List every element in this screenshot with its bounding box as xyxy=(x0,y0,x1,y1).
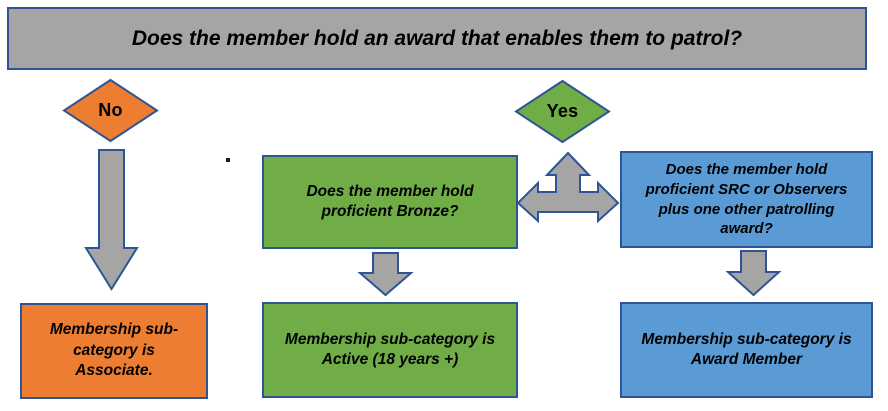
tee-arrow-icon xyxy=(516,151,620,223)
result-associate-box: Membership sub- category is Associate. xyxy=(20,303,208,399)
result-associate-text: Membership sub- category is Associate. xyxy=(49,321,179,380)
question-src-box: Does the member hold proficient SRC or O… xyxy=(620,151,873,248)
question-bronze-box: Does the member hold proficient Bronze? xyxy=(262,155,518,249)
arrow-no-to-associate xyxy=(83,148,140,291)
header-question-box: Does the member hold an award that enabl… xyxy=(7,7,867,70)
arrow-tee-junction xyxy=(516,151,620,223)
decision-no-label: No xyxy=(98,100,123,120)
diamond-shape-yes-icon xyxy=(514,79,611,144)
stray-dot-marker xyxy=(226,158,230,162)
result-award-member-text: Membership sub-category is Award Member xyxy=(641,330,852,368)
question-src-text: Does the member hold proficient SRC or O… xyxy=(645,160,848,238)
down-arrow-icon xyxy=(84,149,139,291)
down-arrow-icon xyxy=(725,250,782,297)
down-arrow-icon xyxy=(357,252,414,297)
decision-yes-label: Yes xyxy=(546,101,579,121)
result-active-text: Membership sub-category is Active (18 ye… xyxy=(284,330,496,368)
result-award-member-box: Membership sub-category is Award Member xyxy=(620,302,873,398)
diamond-shape-no-icon xyxy=(62,78,159,143)
header-question-text: Does the member hold an award that enabl… xyxy=(131,26,743,50)
decision-no-diamond: No xyxy=(62,78,159,143)
arrow-src-to-award-member xyxy=(725,249,782,297)
arrow-bronze-to-active xyxy=(357,251,414,297)
result-active-box: Membership sub-category is Active (18 ye… xyxy=(262,302,518,398)
decision-yes-diamond: Yes xyxy=(514,79,611,144)
question-bronze-text: Does the member hold proficient Bronze? xyxy=(306,182,474,220)
